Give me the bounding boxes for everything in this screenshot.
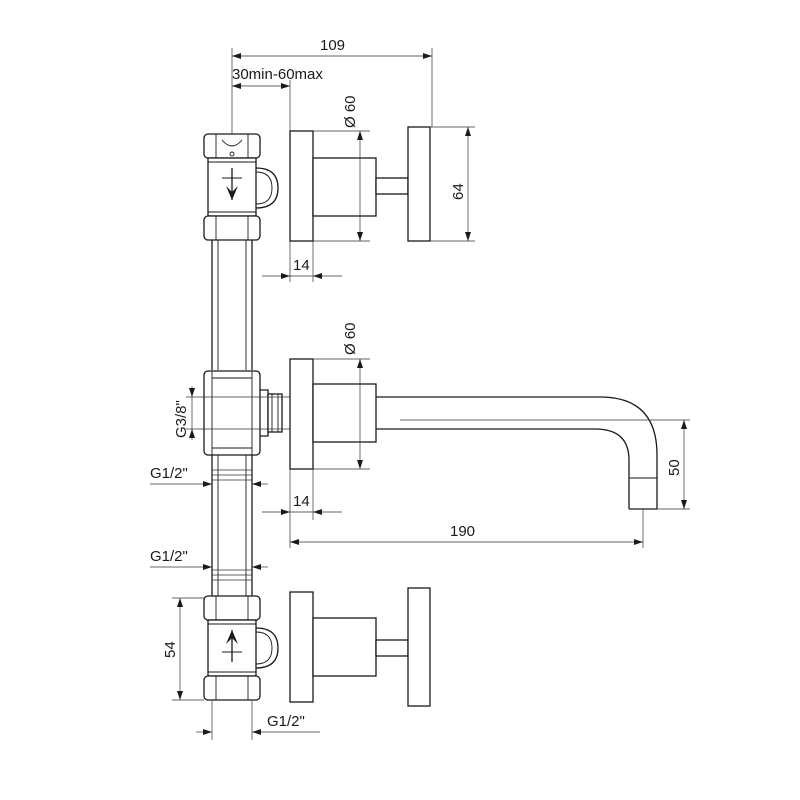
top-valve-body (203, 133, 279, 241)
dim-rosette-diameter-top: Ø 60 (342, 95, 359, 128)
dim-inlet-thread-lower: G1/2" (150, 548, 188, 565)
dim-rosette-thickness-top: 14 (293, 257, 310, 274)
dimension-lines (150, 48, 690, 740)
dim-valve-height: 54 (162, 641, 179, 658)
spout-assembly (289, 358, 658, 510)
bottom-handle-assembly (289, 587, 431, 707)
dim-spout-projection: 190 (450, 523, 475, 540)
dim-wall-range: 30min-60max (232, 66, 323, 83)
dim-inlet-thread-upper: G1/2" (150, 465, 188, 482)
dim-spout-height: 50 (666, 459, 683, 476)
top-handle-assembly (289, 126, 431, 242)
bottom-valve-body (203, 595, 279, 701)
middle-tee-body (186, 370, 296, 456)
dim-total-depth: 109 (320, 37, 345, 54)
dim-handle-height: 64 (450, 183, 467, 200)
vertical-pipe (211, 238, 253, 597)
dim-outlet-thread: G3/8" (173, 400, 190, 438)
dim-rosette-thickness-mid: 14 (293, 493, 310, 510)
dim-rosette-diameter-mid: Ø 60 (342, 322, 359, 355)
dim-inlet-thread-bottom: G1/2" (267, 713, 305, 730)
